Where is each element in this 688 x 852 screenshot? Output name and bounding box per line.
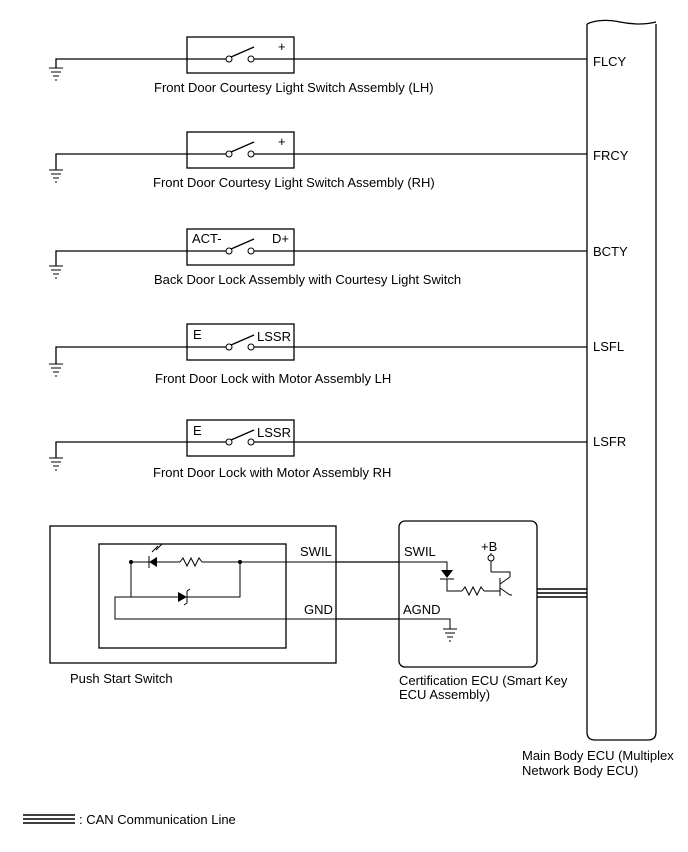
switch-right-terminal: + [278, 134, 286, 149]
main-body-ecu-box [586, 24, 657, 741]
ground-icon [49, 363, 63, 377]
switch-right-terminal: LSSR [257, 425, 291, 440]
push-start-inner-box [98, 543, 287, 649]
led-icon [149, 557, 157, 567]
main-body-ecu: Main Body ECU (Multiplex Network Body EC… [522, 19, 674, 778]
switch-contact [247, 150, 255, 158]
supply-terminal-icon [487, 554, 495, 562]
can-line [537, 588, 587, 598]
switch-blade [230, 334, 255, 346]
led-light-icon [151, 543, 163, 553]
switch-name: Front Door Lock with Motor Assembly LH [155, 371, 391, 386]
certification-ecu-box [398, 520, 538, 668]
switch-box [186, 131, 295, 169]
switch-name: Back Door Lock Assembly with Courtesy Li… [154, 272, 461, 287]
switch-left-terminal: E [193, 423, 202, 438]
resistor-icon [179, 556, 203, 568]
main-body-ecu-label-1: Main Body ECU (Multiplex [522, 748, 674, 763]
switch-flcy: + Front Door Courtesy Light Switch Assem… [49, 36, 587, 95]
switch-frcy: + Front Door Courtesy Light Switch Assem… [49, 131, 587, 190]
switch-contact [247, 343, 255, 351]
terminal-frcy: FRCY [593, 148, 629, 163]
terminal-flcy: FLCY [593, 54, 627, 69]
main-body-ecu-label-2: Network Body ECU) [522, 763, 638, 778]
ground-wire [55, 346, 187, 364]
transistor-collector [499, 576, 511, 585]
switch-blade [230, 238, 255, 250]
push-start-terminal-gnd: GND [304, 602, 333, 617]
switch-box [186, 228, 295, 266]
wire [446, 579, 462, 592]
switch-right-terminal: D+ [272, 231, 289, 246]
ground-wire [55, 250, 187, 266]
switch-lsfr: E LSSR Front Door Lock with Motor Assemb… [49, 419, 587, 480]
ground-icon [49, 169, 63, 183]
main-body-ecu-break [586, 19, 657, 25]
push-start-label: Push Start Switch [70, 671, 173, 686]
switch-left-terminal: E [193, 327, 202, 342]
ground-icon [49, 457, 63, 471]
cert-terminal-swil: SWIL [404, 544, 436, 559]
certification-ecu: SWIL AGND +B Certification ECU (Smart Ke… [398, 520, 568, 702]
transistor-emitter [499, 587, 511, 596]
switch-box [186, 36, 295, 74]
switch-contact [225, 343, 233, 351]
wire [399, 561, 448, 570]
push-start-outer-box [49, 525, 337, 664]
switch-lsfl: E LSSR Front Door Lock with Motor Assemb… [49, 323, 587, 386]
switch-contact [247, 438, 255, 446]
cert-supply-b: +B [481, 539, 497, 554]
switch-contact [225, 55, 233, 63]
switch-blade [230, 141, 255, 153]
diode-icon [178, 592, 187, 602]
switch-box [186, 323, 295, 361]
switch-box [186, 419, 295, 457]
terminal-bcty: BCTY [593, 244, 628, 259]
wire [491, 571, 511, 577]
ground-wire [55, 441, 187, 458]
switch-blade [230, 46, 255, 58]
switch-contact [247, 55, 255, 63]
push-start-switch: SWIL GND Push Start Switch [49, 525, 337, 686]
ground-wire [55, 58, 187, 68]
switch-right-terminal: LSSR [257, 329, 291, 344]
switch-name: Front Door Courtesy Light Switch Assembl… [153, 175, 435, 190]
wire [130, 562, 178, 598]
switch-name: Front Door Lock with Motor Assembly RH [153, 465, 391, 480]
switch-right-terminal: + [278, 39, 286, 54]
legend: : CAN Communication Line [23, 812, 236, 827]
switch-contact [225, 150, 233, 158]
switch-blade [230, 429, 255, 441]
terminal-lsfl: LSFL [593, 339, 624, 354]
ground-icon [49, 67, 63, 81]
switch-contact [225, 247, 233, 255]
switch-contact [247, 247, 255, 255]
wire [187, 562, 241, 598]
switch-name: Front Door Courtesy Light Switch Assembl… [154, 80, 434, 95]
terminal-lsfr: LSFR [593, 434, 626, 449]
cert-ecu-label-2: ECU Assembly) [399, 687, 490, 702]
resistor-icon [461, 585, 485, 597]
switch-left-terminal: ACT- [192, 231, 222, 246]
diode-icon [441, 570, 453, 578]
ground-icon [443, 628, 457, 642]
ground-wire [55, 153, 187, 170]
cert-ecu-label-1: Certification ECU (Smart Key [399, 673, 568, 688]
wire [399, 618, 451, 629]
switch-contact [225, 438, 233, 446]
cert-terminal-agnd: AGND [403, 602, 441, 617]
ground-icon [49, 265, 63, 279]
legend-text: : CAN Communication Line [79, 812, 236, 827]
push-start-terminal-swil: SWIL [300, 544, 332, 559]
switch-bcty: ACT- D+ Back Door Lock Assembly with Cou… [49, 228, 587, 287]
wire-gnd-internal [114, 596, 336, 620]
